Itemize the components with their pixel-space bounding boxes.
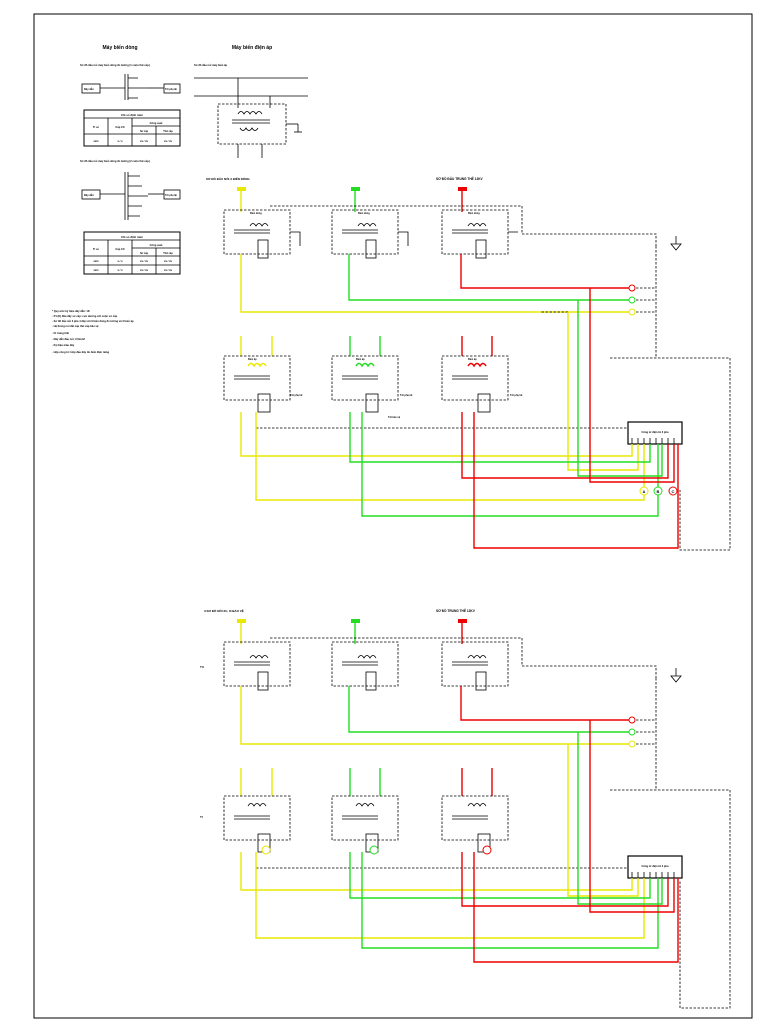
svg-text:B: B: [657, 489, 660, 494]
svg-text:- Ký hiệu màu dây: - Ký hiệu màu dây: [52, 343, 75, 347]
meter-box-2: Công tơ điện tử 3 pha: [627, 855, 683, 879]
diagram2-caption-right: SƠ ĐỒ TRUNG THẾ 12KV: [436, 608, 476, 613]
svg-text:Dây dẫn: Dây dẫn: [84, 88, 94, 91]
legend-ct-desc-2: Sơ đồ đấu nối máy biến dòng đo lường (2 …: [80, 159, 150, 163]
svg-text:* Quy ước ký hiệu dây dẫn: 1K: * Quy ước ký hiệu dây dẫn: 1K: [52, 309, 90, 313]
ct-symbol-2: Dây dẫn Tới phụ tải: [81, 172, 181, 220]
rating-table-2: Chỉ số định mức Tỉ số Cấp CX Công suất S…: [83, 231, 181, 275]
svg-text:Tới bảo vệ: Tới bảo vệ: [388, 416, 401, 419]
svg-text:Tỉ số: Tỉ số: [93, 247, 99, 251]
svg-text:xx/x: xx/x: [93, 259, 99, 263]
legend-ct-desc-1: Sơ đồ đấu nối máy biến dòng đo lường (1 …: [80, 63, 150, 67]
svg-text:Sơ cấp: Sơ cấp: [140, 130, 149, 133]
svg-text:- P1 (K) đầu dây sơ cấp: cực d: - P1 (K) đầu dây sơ cấp: cực dương với c…: [52, 314, 118, 318]
svg-text:Công suất: Công suất: [150, 121, 163, 125]
legend-title-ct: Máy biến dòng: [103, 44, 138, 51]
svg-text:Sơ cấp: Sơ cấp: [140, 252, 149, 255]
svg-text:Chỉ số định mức: Chỉ số định mức: [121, 235, 144, 239]
svg-text:Biến dòng: Biến dòng: [250, 212, 262, 215]
svg-text:Công tơ điện tử 3 pha: Công tơ điện tử 3 pha: [641, 864, 669, 868]
ct-row-top: Biến dòng Biến dòng Biến dòng: [223, 205, 682, 259]
svg-text:Công suất: Công suất: [150, 243, 163, 247]
svg-text:x / x: x / x: [117, 139, 123, 143]
svg-text:Chỉ số định mức: Chỉ số định mức: [121, 113, 144, 117]
phase-a-marker: [237, 187, 246, 191]
svg-text:xx / xx: xx / xx: [164, 259, 172, 263]
svg-text:Dây dẫn: Dây dẫn: [84, 194, 94, 197]
svg-text:xx / xx: xx / xx: [164, 139, 172, 143]
svg-text:Tới phụ tải: Tới phụ tải: [400, 394, 413, 397]
svg-text:Tỉ số: Tỉ số: [93, 125, 99, 129]
svg-text:xx / xx: xx / xx: [140, 259, 148, 263]
svg-text:xx/x: xx/x: [93, 139, 99, 143]
svg-text:Thứ cấp: Thứ cấp: [163, 130, 173, 133]
diagram2-row-label-tu: TU: [200, 665, 204, 669]
legend-vt-desc: Sơ đồ đấu nối máy biến áp: [194, 63, 228, 67]
svg-text:xx / xx: xx / xx: [140, 139, 148, 143]
svg-text:Biến áp: Biến áp: [248, 358, 257, 361]
svg-text:C: C: [672, 489, 675, 494]
svg-text:- Dây dẫn đấu nối: 2,5mm2: - Dây dẫn đấu nối: 2,5mm2: [52, 337, 85, 341]
vt-row-2: [223, 768, 630, 869]
svg-text:Biến dòng: Biến dòng: [358, 212, 370, 215]
svg-text:Công tơ điện tử 3 pha: Công tơ điện tử 3 pha: [641, 430, 669, 434]
svg-text:x / x: x / x: [117, 259, 123, 263]
svg-text:xx / xx: xx / xx: [140, 268, 148, 272]
legend-notes: * Quy ước ký hiệu dây dẫn: 1K - P1 (K) đ…: [52, 309, 134, 354]
diagram2-caption-left: 3.SƠ ĐỒ NỐI 3U, 3I BẢO VỆ: [204, 608, 244, 613]
svg-text:Biến áp: Biến áp: [356, 358, 365, 361]
phase-c-marker: [458, 187, 467, 191]
ct-symbol-1: Dây dẫn Tới phụ tải: [81, 74, 181, 100]
rating-table-1: Chỉ số định mức Tỉ số Cấp CX Công suất S…: [83, 109, 181, 147]
svg-text:Tới phụ tải: Tới phụ tải: [165, 88, 177, 91]
svg-text:Biến dòng: Biến dòng: [468, 212, 480, 215]
svg-text:Tới phụ tải: Tới phụ tải: [510, 394, 523, 397]
svg-text:Cấp CX: Cấp CX: [115, 247, 124, 251]
diagram2-row-label-ti: TI: [200, 815, 203, 819]
drawing-border: [33, 13, 753, 1019]
svg-text:- Hộp công tơ: Hộp đấu dây đo: - Hộp công tơ: Hộp đấu dây đo đếm điện n…: [52, 350, 109, 354]
svg-text:- Hệ thống nối đất cấp thứ cấp: - Hệ thống nối đất cấp thứ cấp bảo vệ: [52, 324, 99, 328]
phase-b-marker: [351, 187, 360, 191]
ct-row-2: [223, 637, 682, 691]
meter-box-1: Công tơ điện tử 3 pha: [627, 421, 683, 445]
diagram1-caption-right: SƠ ĐỒ ĐẤU TRUNG THẾ 12KV: [436, 176, 484, 181]
svg-text:Cấp CX: Cấp CX: [115, 125, 124, 129]
svg-text:- Sơ đồ đấu nối 3 pha 4 dây vớ: - Sơ đồ đấu nối 3 pha 4 dây với 3 biến d…: [52, 319, 134, 323]
svg-text:xx/x: xx/x: [93, 268, 99, 272]
legend-title-vt: Máy biến điện áp: [232, 44, 272, 51]
diagram-1: SƠ ĐỒ ĐẤU NỐI 3 BIẾN DÒNG SƠ ĐỒ ĐẤU TRUN…: [206, 176, 731, 551]
svg-text:Thứ cấp: Thứ cấp: [163, 252, 173, 255]
svg-text:xx / xx: xx / xx: [164, 268, 172, 272]
diagram-2: 3.SƠ ĐỒ NỐI 3U, 3I BẢO VỆ SƠ ĐỒ TRUNG TH…: [200, 608, 731, 1009]
svg-text:Tới phụ tải: Tới phụ tải: [290, 394, 303, 397]
svg-text:x / x: x / x: [117, 268, 123, 272]
svg-text:Tới phụ tải: Tới phụ tải: [165, 194, 177, 197]
vt-row: Biến áp Biến áp Biến áp Tới phụ tải Tới …: [223, 336, 630, 429]
svg-text:- N: trung tính: - N: trung tính: [52, 331, 70, 335]
legend: Máy biến dòng Máy biến điện áp Sơ đồ đấu…: [52, 44, 308, 354]
diagram1-caption-left: SƠ ĐỒ ĐẤU NỐI 3 BIẾN DÒNG: [206, 176, 250, 181]
vt-symbol: [194, 77, 308, 158]
svg-text:Biến áp: Biến áp: [468, 358, 477, 361]
svg-text:A: A: [643, 489, 646, 494]
